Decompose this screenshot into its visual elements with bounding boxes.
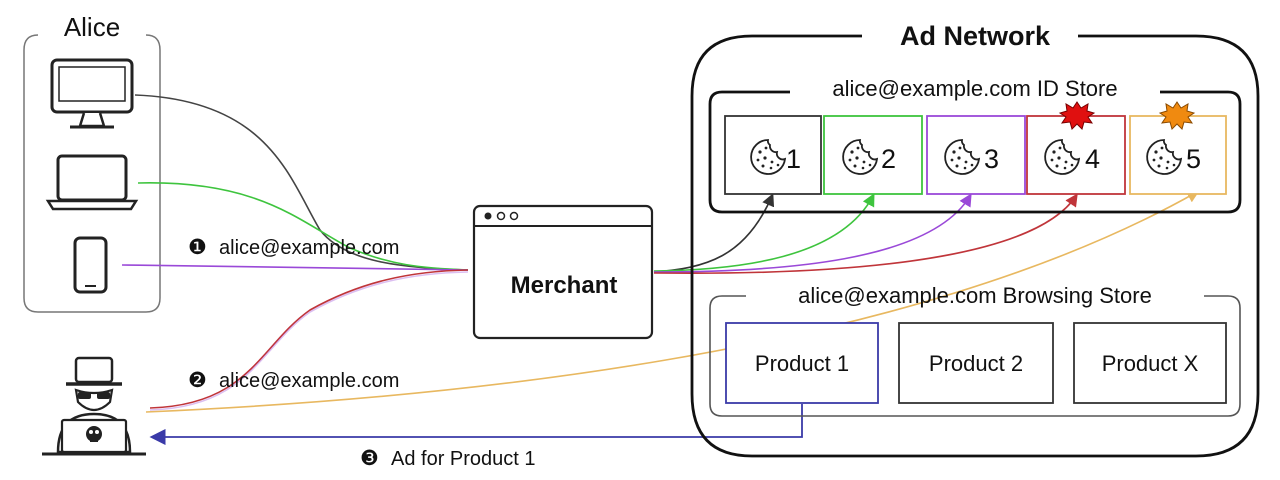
burst-icon bbox=[1158, 101, 1196, 130]
cookie-number: 3 bbox=[984, 144, 999, 174]
step-2-text: alice@example.com bbox=[219, 370, 399, 392]
product-2-box: Product 2 bbox=[898, 322, 1054, 404]
step-1-marker: ❶ bbox=[188, 236, 207, 259]
alice-label: Alice bbox=[64, 12, 120, 42]
cookie-slot-1: 1 bbox=[724, 115, 822, 195]
cookie-slot-4: 4 bbox=[1026, 101, 1126, 195]
product-label: Product 1 bbox=[755, 351, 849, 376]
cookie-number: 2 bbox=[881, 144, 896, 174]
laptop-icon bbox=[45, 154, 139, 211]
browsing-store: alice@example.com Browsing Store Product… bbox=[709, 283, 1241, 417]
cookie-slot-5: 5 bbox=[1129, 101, 1227, 195]
browsing-store-title: alice@example.com Browsing Store bbox=[798, 283, 1152, 308]
step-2-marker: ❷ bbox=[188, 369, 207, 392]
step-2-label: ❷ alice@example.com bbox=[188, 369, 399, 392]
alice-group: Alice bbox=[23, 12, 161, 313]
product-x-box: Product X bbox=[1073, 322, 1227, 404]
step-3-label: ❸ Ad for Product 1 bbox=[360, 447, 536, 470]
phone-icon bbox=[73, 236, 108, 294]
cookie-number: 5 bbox=[1186, 144, 1201, 174]
ad-network: Ad Network alice@example.com ID Store 1 … bbox=[690, 21, 1260, 458]
product-label: Product X bbox=[1102, 351, 1199, 376]
id-store-title: alice@example.com ID Store bbox=[832, 76, 1117, 101]
merchant-label: Merchant bbox=[511, 272, 618, 299]
cookie-slot-3: 3 bbox=[926, 115, 1026, 195]
step-3-marker: ❸ bbox=[360, 447, 379, 470]
ad-network-title: Ad Network bbox=[900, 21, 1051, 51]
burst-icon bbox=[1058, 101, 1096, 130]
product-1-box: Product 1 bbox=[725, 322, 879, 404]
attacker-icon bbox=[42, 356, 146, 456]
step-1-label: ❶ alice@example.com bbox=[188, 236, 399, 259]
product-label: Product 2 bbox=[929, 351, 1023, 376]
cookie-slot-2: 2 bbox=[823, 115, 923, 195]
merchant-box: Merchant bbox=[472, 204, 654, 340]
connector-lines bbox=[121, 94, 1200, 446]
cookie-number: 1 bbox=[786, 144, 801, 174]
cookie-number: 4 bbox=[1085, 144, 1100, 174]
step-3-text: Ad for Product 1 bbox=[391, 448, 536, 470]
browser-window-icon bbox=[484, 211, 519, 221]
desktop-icon bbox=[50, 58, 134, 129]
step-1-text: alice@example.com bbox=[219, 237, 399, 259]
id-store: alice@example.com ID Store 1 2 3 4 bbox=[708, 76, 1242, 214]
